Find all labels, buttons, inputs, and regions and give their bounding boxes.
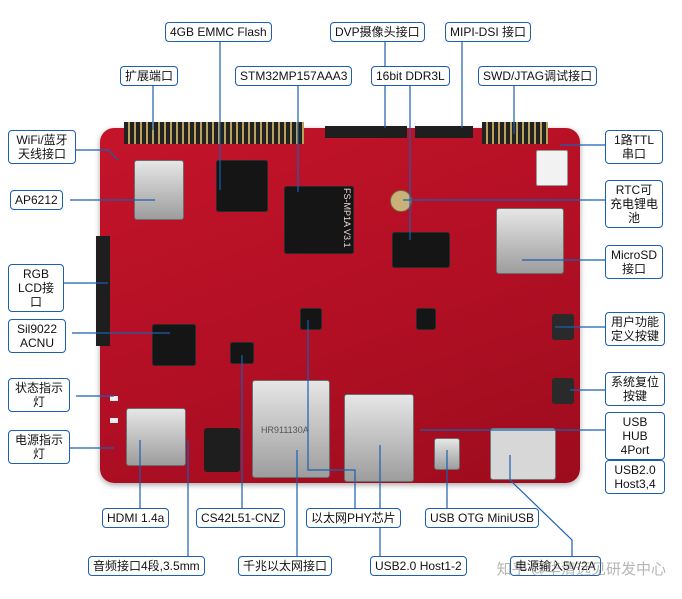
label-status-led: 状态指示灯 [8,378,70,412]
status-led [110,396,118,401]
sil9022-chip [152,324,196,366]
pcb-board: FS-MP1A V3.1 HR911130A [96,122,580,483]
rtc-battery [390,190,412,212]
watermark: 知乎 @华清远见研发中心 [496,561,666,578]
ddr-chip [392,232,450,268]
ethernet-jack: HR911130A [252,380,330,478]
label-ap6212: AP6212 [10,190,63,210]
label-rtc: RTC可充电锂电池 [605,180,663,228]
label-hdmi: HDMI 1.4a [102,508,170,528]
label-usb-hub: USB HUB 4Port [605,412,665,460]
mipi-connector [415,126,473,138]
label-power-led: 电源指示灯 [8,430,70,464]
power-led [110,418,118,423]
ttl-connector [536,150,568,186]
label-reset-key: 系统复位按键 [605,372,665,406]
label-emmc: 4GB EMMC Flash [165,22,272,42]
label-mipi: MIPI-DSI 接口 [445,22,532,42]
label-expansion: 扩展端口 [120,66,179,86]
microsd-slot [496,208,564,274]
rgb-lcd-connector [96,236,110,346]
label-power-in: 电源输入5V/2A [510,556,601,576]
usb-a-stack [344,394,414,482]
label-wifi: WiFi/蓝牙天线接口 [8,130,76,164]
cs42l51-chip [230,342,254,364]
emmc-chip [216,160,268,212]
label-cs42l51: CS42L51-CNZ [196,508,285,528]
label-usb-host: USB2.0 Host3,4 [605,460,665,494]
label-swd: SWD/JTAG调试接口 [478,66,598,86]
power-jack [490,428,556,480]
label-stm32: STM32MP157AAA3 [235,66,353,86]
hdmi-port [126,408,186,466]
label-audio: 音频接口4段,3.5mm [88,556,205,576]
label-dvp: DVP摄像头接口 [330,22,425,42]
label-usb20: USB2.0 Host1-2 [370,556,467,576]
ap6212-module [134,160,184,220]
label-eth-phy: 以太网PHY芯片 [306,508,401,528]
dvp-connector [325,126,407,138]
label-usb-otg: USB OTG MiniUSB [425,508,540,528]
eth-phy-chip [300,308,322,330]
eth-jack-text: HR911130A [261,425,309,435]
reset-key [552,378,574,404]
label-user-key: 用户功能定义按键 [605,312,665,346]
label-microsd: MicroSD接口 [605,245,663,279]
stm32-chip [284,186,354,254]
label-rgb-lcd: RGB LCD接口 [8,264,64,312]
audio-jack [204,428,240,472]
label-gigabit: 千兆以太网接口 [238,556,333,576]
label-sil9022: Sil9022 ACNU [8,319,66,353]
usb-hub-chip [416,308,436,330]
expansion-header [124,122,304,144]
label-ttl: 1路TTL串口 [605,130,663,164]
label-ddr: 16bit DDR3L [371,66,450,86]
swd-header [482,122,548,144]
